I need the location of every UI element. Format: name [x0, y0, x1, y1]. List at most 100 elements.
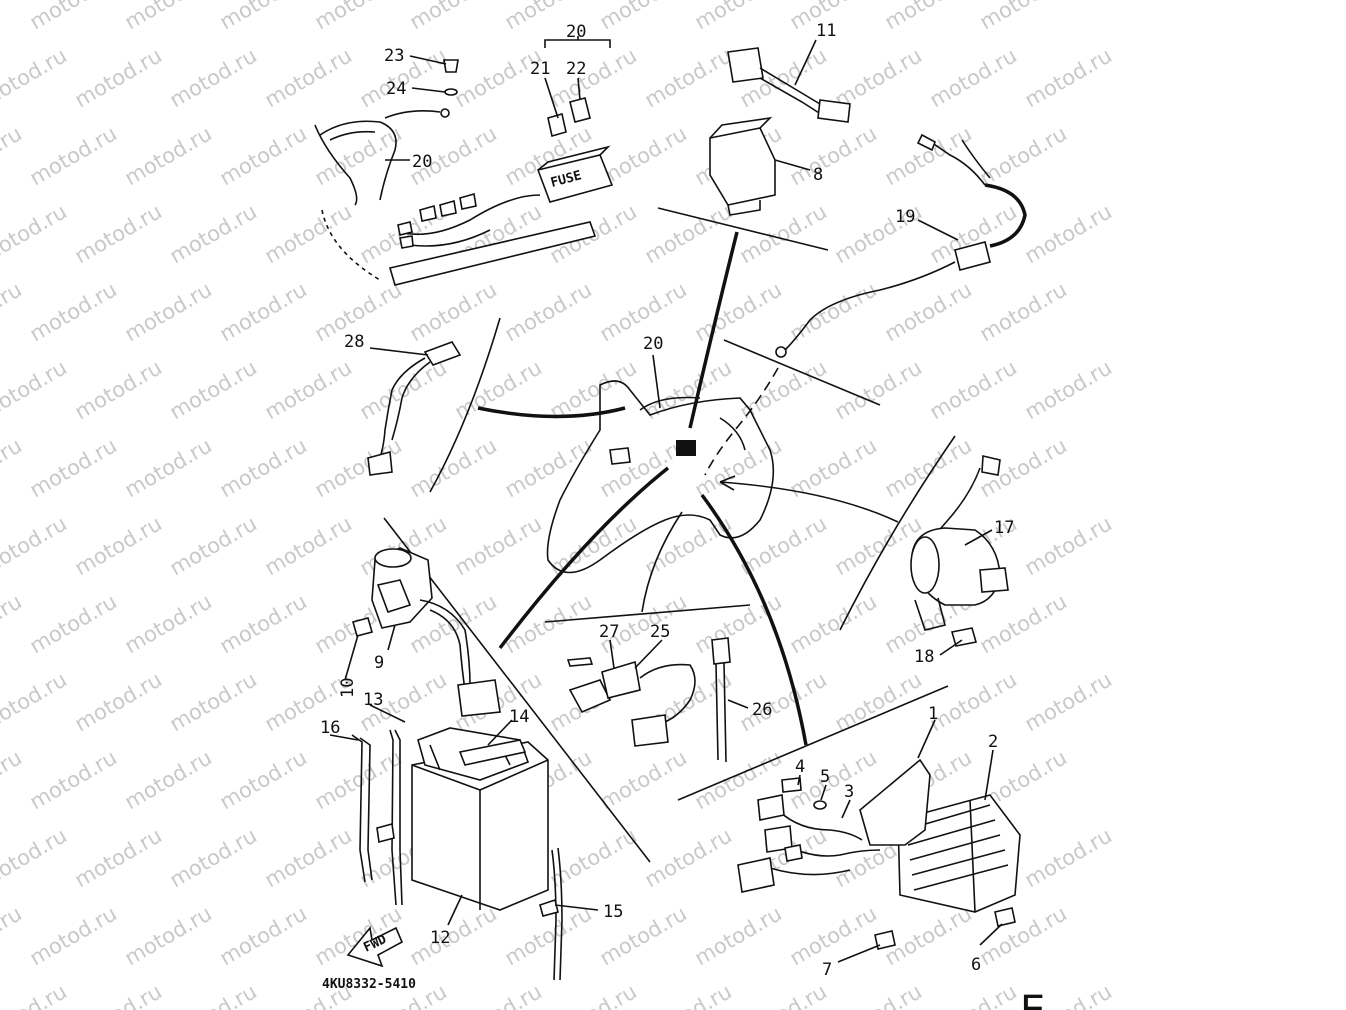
- callout-12: 12: [430, 928, 450, 948]
- callout-26: 26: [752, 700, 772, 720]
- watermark-text: motod.ru: [166, 355, 261, 424]
- watermark-text: motod.ru: [596, 745, 691, 814]
- watermark-text: motod.ru: [216, 277, 311, 346]
- relay-part-8: [709, 116, 776, 216]
- watermark-text: motod.ru: [166, 199, 261, 268]
- watermark-text: motod.ru: [261, 199, 356, 268]
- battery-cables: [351, 729, 563, 981]
- watermark-text: motod.ru: [261, 43, 356, 112]
- watermark-text: motod.ru: [71, 823, 166, 892]
- watermark-text: motod.ru: [501, 433, 596, 502]
- watermark-text: motod.ru: [0, 589, 26, 658]
- watermark-text: motod.ru: [121, 589, 216, 658]
- watermark-text: motod.ru: [121, 901, 216, 970]
- callout-3: 3: [844, 782, 854, 802]
- watermark-text: motod.ru: [1021, 43, 1116, 112]
- watermark-text: motod.ru: [736, 199, 831, 268]
- callout-25: 25: [650, 622, 670, 642]
- watermark-text: motod.ru: [641, 199, 736, 268]
- watermark-text: motod.ru: [831, 43, 926, 112]
- watermark-text: motod.ru: [26, 589, 121, 658]
- watermark-text: motod.ru: [691, 433, 786, 502]
- washer-icon: [444, 88, 458, 96]
- fwd-arrow-icon: FWD: [346, 926, 404, 968]
- corner-mark: E: [1020, 988, 1045, 1010]
- callout-6: 6: [971, 955, 981, 975]
- callout-11: 11: [816, 21, 836, 41]
- watermark-text: motod.ru: [216, 745, 311, 814]
- watermark-text: motod.ru: [216, 433, 311, 502]
- watermark-text: motod.ru: [691, 277, 786, 346]
- fuse-icon: [569, 97, 591, 123]
- watermark-text: motod.ru: [831, 979, 926, 1010]
- watermark-text: motod.ru: [26, 277, 121, 346]
- watermark-text: motod.ru: [786, 121, 881, 190]
- cable-band-part-26: [711, 637, 731, 763]
- watermark-text: motod.ru: [0, 823, 71, 892]
- watermark-text: motod.ru: [736, 979, 831, 1010]
- watermark-text: motod.ru: [881, 433, 976, 502]
- watermark-text: motod.ru: [0, 277, 26, 346]
- watermark-text: motod.ru: [0, 433, 26, 502]
- watermark-text: motod.ru: [976, 277, 1071, 346]
- callout-7: 7: [822, 960, 832, 980]
- watermark-text: motod.ru: [121, 277, 216, 346]
- region-dividers: [383, 207, 956, 863]
- watermark-text: motod.ru: [881, 121, 976, 190]
- callout-22: 22: [566, 59, 586, 79]
- callout-23: 23: [384, 46, 404, 66]
- watermark-text: motod.ru: [0, 199, 71, 268]
- watermark-text: motod.ru: [0, 901, 26, 970]
- watermark-text: motod.ru: [1021, 823, 1116, 892]
- bracket-part-1: [859, 758, 931, 846]
- watermark-text: motod.ru: [166, 979, 261, 1010]
- watermark-text: motod.ru: [26, 745, 121, 814]
- watermark-text: motod.ru: [71, 355, 166, 424]
- callout-labels: 20 21 22 23 24 20 11 8 19 28 20 17 18 9 …: [320, 21, 1014, 980]
- watermark-text: motod.ru: [261, 511, 356, 580]
- watermark-text: motod.ru: [501, 589, 596, 658]
- watermark-text: motod.ru: [71, 667, 166, 736]
- callout-24: 24: [386, 79, 406, 99]
- callout-28: 28: [344, 332, 364, 352]
- callout-20: 20: [643, 334, 663, 354]
- callout-9: 9: [374, 653, 384, 673]
- watermark-text: motod.ru: [26, 433, 121, 502]
- watermark-text: motod.ru: [691, 901, 786, 970]
- watermark-text: motod.ru: [121, 433, 216, 502]
- watermark-text: motod.ru: [881, 277, 976, 346]
- watermark-text: motod.ru: [926, 667, 1021, 736]
- watermark-text: motod.ru: [881, 901, 976, 970]
- harness-leaders: [477, 231, 899, 746]
- watermark-text: motod.ru: [641, 823, 736, 892]
- watermark-text: motod.ru: [1021, 511, 1116, 580]
- frame-connector-icon: [676, 440, 696, 456]
- watermark-text: motod.ru: [691, 0, 786, 34]
- starter-relay-part-9: [352, 547, 501, 717]
- watermark-text: motod.ru: [216, 0, 311, 34]
- watermark-text: motod.ru: [121, 0, 216, 34]
- watermark-text: motod.ru: [406, 0, 501, 34]
- fuse-box-icon: [536, 154, 614, 203]
- callout-14: 14: [509, 707, 529, 727]
- watermark-text: motod.ru: [0, 43, 71, 112]
- rectifier-part-2: [859, 758, 1021, 950]
- watermark-text: motod.ru: [1021, 355, 1116, 424]
- watermark-text: motod.ru: [736, 355, 831, 424]
- watermark-text: motod.ru: [976, 0, 1071, 34]
- watermark-text: motod.ru: [121, 745, 216, 814]
- watermark-text: motod.ru: [166, 823, 261, 892]
- watermark-text: motod.ru: [406, 433, 501, 502]
- lead-part-11: [727, 47, 851, 123]
- callout-15: 15: [603, 902, 623, 922]
- watermark-text: motod.ru: [0, 0, 26, 34]
- callout-17: 17: [994, 518, 1014, 538]
- callout-18: 18: [914, 647, 934, 667]
- watermark-text: motod.ru: [0, 511, 71, 580]
- watermark-text: motod.ru: [0, 667, 71, 736]
- wire-harness-part-20: FUSE: [314, 59, 614, 286]
- watermark-text: motod.ru: [926, 355, 1021, 424]
- watermark-text: motod.ru: [786, 901, 881, 970]
- switch-part-25: [566, 657, 696, 747]
